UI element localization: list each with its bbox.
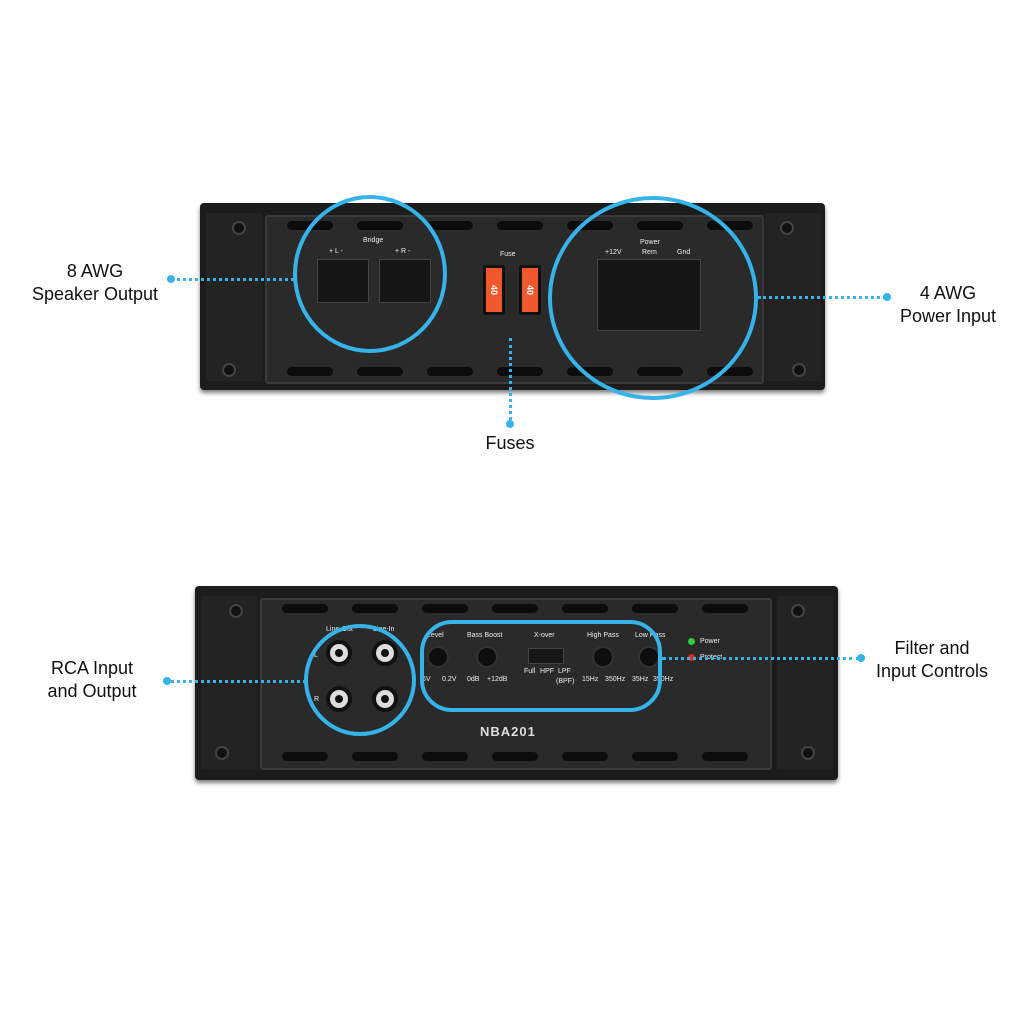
- end-cap-left: [201, 596, 257, 770]
- bass-max-label: +12dB: [487, 676, 508, 683]
- power-led: [688, 638, 695, 645]
- high-pass-label: High Pass: [587, 632, 619, 639]
- screw: [792, 363, 806, 377]
- screw: [222, 363, 236, 377]
- leader-dot: [883, 293, 891, 301]
- bass-boost-label: Bass Boost: [467, 632, 503, 639]
- lp-min-label: 35Hz: [632, 676, 649, 683]
- xover-full-label: Full: [524, 668, 536, 675]
- power-input-highlight: [548, 196, 758, 400]
- xover-bpf-label: (BPF): [556, 678, 575, 685]
- bass-min-label: 0dB: [467, 676, 480, 683]
- model-name: NBA201: [480, 724, 536, 739]
- fuses-leader: [509, 338, 512, 426]
- speaker-output-leader: [170, 278, 294, 281]
- xover-switch[interactable]: [528, 648, 564, 664]
- controls-highlight: [420, 620, 662, 712]
- xover-label: X-over: [534, 632, 555, 639]
- rca-leader: [166, 680, 306, 683]
- xover-lpf-label: LPF: [558, 668, 571, 675]
- leader-dot: [163, 677, 171, 685]
- bass-boost-knob[interactable]: [476, 646, 498, 668]
- power-led-label: Power: [700, 638, 720, 645]
- leader-dot: [857, 654, 865, 662]
- fuse-1: 40: [483, 265, 505, 315]
- screw: [801, 746, 815, 760]
- leader-dot: [167, 275, 175, 283]
- controls-leader: [662, 657, 860, 660]
- screw: [215, 746, 229, 760]
- hp-max-label: 350Hz: [605, 676, 626, 683]
- screw: [232, 221, 246, 235]
- fuse-label: Fuse: [500, 251, 516, 258]
- leader-dot: [506, 420, 514, 428]
- end-cap-left: [206, 213, 262, 381]
- xover-hpf-label: HPF: [540, 668, 554, 675]
- speaker-output-highlight: [293, 195, 447, 353]
- lp-max-label: 350Hz: [653, 676, 674, 683]
- callout-fuses: Fuses: [485, 433, 535, 453]
- rca-highlight: [304, 624, 416, 736]
- power-input-leader: [758, 296, 886, 299]
- screw: [229, 604, 243, 618]
- level-max-label: 0.2V: [442, 676, 457, 683]
- level-min-label: 6V: [422, 676, 431, 683]
- fuse-2: 40: [519, 265, 541, 315]
- high-pass-knob[interactable]: [592, 646, 614, 668]
- end-cap-right: [777, 596, 833, 770]
- screw: [791, 604, 805, 618]
- hp-min-label: 15Hz: [582, 676, 599, 683]
- screw: [780, 221, 794, 235]
